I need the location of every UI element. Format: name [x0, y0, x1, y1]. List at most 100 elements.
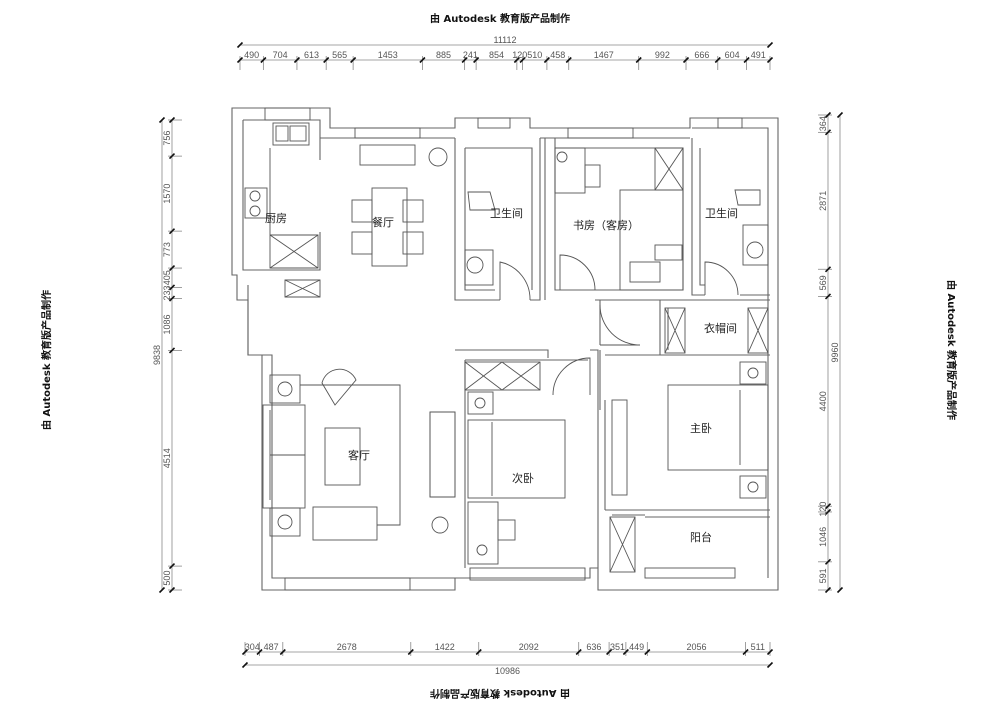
top-dimension-tick: [543, 56, 550, 64]
bottom-dimension-tick: [407, 648, 414, 656]
top-dimension-tick: [565, 56, 572, 64]
left-dimension-label: 4514: [162, 448, 172, 468]
top-dimension-label: 992: [655, 50, 670, 60]
top-dimension-label: 604: [725, 50, 740, 60]
top-dimension-tick: [350, 56, 357, 64]
top-total-tick: [766, 41, 774, 49]
left-dimension-label: 405: [162, 270, 172, 285]
top-dimension-tick: [766, 56, 774, 64]
room-labels: 厨房 餐厅 卫生间 书房（客房） 卫生间 衣帽间 客厅 次卧 主卧 阳台: [265, 206, 738, 544]
left-dimension-label: 1086: [162, 314, 172, 334]
left-dimension-tick: [168, 228, 176, 235]
left-dimension-tick: [168, 347, 176, 354]
top-total-label: 11112: [493, 35, 516, 45]
right-dimension-tick: [824, 293, 832, 300]
bottom-dimension-tick: [575, 648, 582, 656]
label-second-bedroom: 次卧: [512, 471, 534, 485]
bottom-dimension-tick: [606, 648, 613, 656]
bottom-dimension-tick: [475, 648, 482, 656]
top-dimension-label: 704: [273, 50, 288, 60]
bottom-total-tick: [766, 661, 774, 669]
bottom-dimension-label: 304: [245, 642, 260, 652]
top-dimension-label: 510: [527, 50, 542, 60]
top-dimension-label: 120: [512, 50, 527, 60]
right-dimension-label: 569: [818, 275, 828, 290]
top-dimension-label: 666: [694, 50, 709, 60]
top-dimension-tick: [743, 56, 750, 64]
bottom-total-label: 10986: [495, 666, 520, 676]
right-dimension-tick: [824, 558, 832, 565]
bottom-dimension-tick: [279, 648, 286, 656]
label-master-bedroom: 主卧: [690, 422, 712, 435]
left-dimension-tick: [168, 265, 176, 272]
bottom-dimension-tick: [256, 648, 263, 656]
top-dimension-tick: [513, 56, 520, 64]
bottom-dimension-tick: [241, 648, 249, 656]
top-dimension-tick: [635, 56, 642, 64]
bottom-dimension-label: 1422: [435, 642, 455, 652]
right-dimension-label: 1046: [818, 527, 828, 547]
left-dimension-tick: [168, 295, 176, 302]
top-dimension-tick: [419, 56, 426, 64]
bottom-dimension-tick: [644, 648, 651, 656]
left-total-label: 9838: [152, 345, 162, 365]
top-dimension-label: 490: [244, 50, 259, 60]
right-dimension-tick: [824, 503, 832, 510]
top-dimension-tick: [236, 56, 244, 64]
left-total-tick: [158, 116, 166, 124]
left-total-tick: [158, 586, 166, 594]
label-bathroom-1: 卫生间: [490, 206, 523, 220]
top-dimension-tick: [293, 56, 301, 64]
label-balcony: 阳台: [690, 530, 712, 544]
label-living: 客厅: [348, 448, 370, 462]
watermark-right: 由 Autodesk 教育版产品制作: [945, 280, 958, 420]
bottom-dimension-label: 636: [586, 642, 601, 652]
left-dimension-tick: [168, 116, 176, 124]
top-dimension-label: 241: [463, 50, 478, 60]
top-dimension-label: 458: [550, 50, 565, 60]
top-total-tick: [236, 41, 244, 49]
left-dimension-label: 500: [162, 571, 172, 586]
top-dimension-tick: [473, 56, 480, 64]
right-dimension-label: 591: [818, 568, 828, 583]
right-dimension-label: 364: [818, 116, 828, 131]
right-total-label: 9960: [830, 342, 840, 362]
top-dimension-label: 885: [436, 50, 451, 60]
left-dimension-label: 233: [162, 285, 172, 300]
top-dimension-tick: [714, 56, 721, 64]
top-dimension-label: 565: [332, 50, 347, 60]
right-dimension-label: 2871: [818, 191, 828, 211]
left-dimension-tick: [168, 586, 176, 594]
bottom-dimension-label: 487: [264, 642, 279, 652]
bottom-dimension-label: 351: [610, 642, 625, 652]
bottom-dimension-tick: [742, 648, 749, 656]
top-dimension-tick: [682, 56, 690, 64]
left-dimension-tick: [168, 563, 176, 570]
left-dimension-tick: [168, 153, 176, 160]
right-dimension-label: 4400: [818, 391, 828, 411]
top-dimension-tick: [260, 56, 267, 64]
top-dimension-label: 613: [304, 50, 319, 60]
top-dimension-tick: [519, 56, 526, 64]
top-dimension-label: 1467: [594, 50, 614, 60]
right-dimension-tick: [824, 129, 832, 136]
right-dimension-tick: [824, 586, 832, 594]
bottom-dimension-tick: [622, 648, 629, 656]
left-dimension-tick: [168, 284, 176, 291]
label-kitchen: 厨房: [265, 212, 287, 225]
top-dimension-label: 1453: [378, 50, 398, 60]
top-dimension-tick: [323, 56, 330, 64]
furniture: [244, 122, 769, 573]
label-study: 书房（客房）: [573, 218, 639, 232]
left-dimension-label: 756: [162, 131, 172, 146]
right-dimension-tick: [824, 111, 832, 119]
label-walk-in-closet: 衣帽间: [704, 321, 737, 335]
bottom-dimension-label: 449: [629, 642, 644, 652]
left-dimension-label: 773: [162, 242, 172, 257]
right-total-tick: [836, 111, 844, 119]
top-dimension-tick: [461, 56, 468, 64]
bottom-dimension-tick: [766, 648, 774, 656]
